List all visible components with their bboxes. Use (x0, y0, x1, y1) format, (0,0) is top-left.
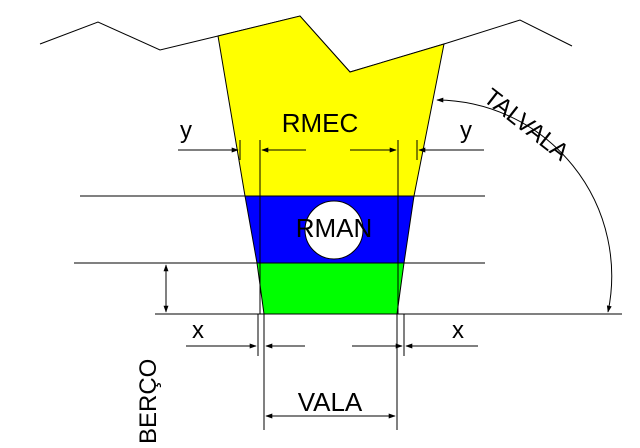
berco-label: BERÇO (135, 359, 162, 444)
talvala-label: TALVALA (478, 83, 573, 166)
x-left-label: x (192, 317, 204, 344)
rman-label: RMAN (296, 213, 373, 243)
talvala-angle-arc (436, 97, 613, 313)
x-right-label: x (452, 317, 464, 344)
rmec-zone (217, 15, 445, 197)
berco-zone (256, 262, 405, 315)
y-left-label: y (180, 117, 192, 144)
vala-label: VALA (298, 387, 363, 417)
y-right-label: y (460, 117, 472, 144)
rmec-label: RMEC (282, 108, 359, 138)
pipe-circle (304, 200, 364, 260)
